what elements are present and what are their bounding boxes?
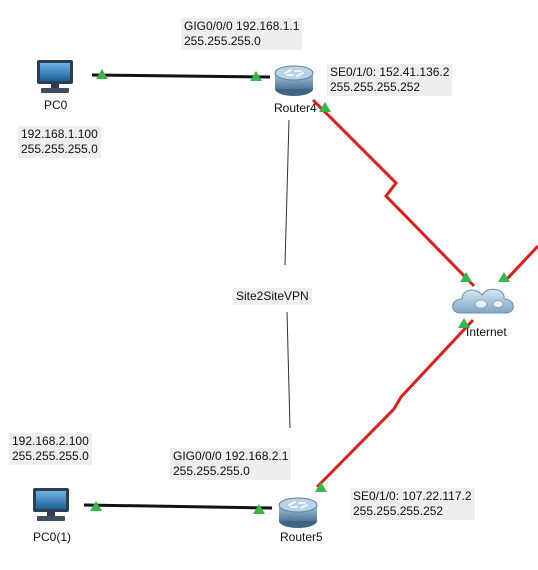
port-indicator-router4-gig <box>250 71 262 81</box>
device-name-pc0: PC0 <box>44 98 68 112</box>
pc-icon[interactable] <box>37 60 73 93</box>
router-icon[interactable] <box>274 65 314 96</box>
port-indicator-router4-se <box>319 102 331 112</box>
vpn-line-upper <box>284 119 290 266</box>
pc0-mask: 255.255.255.0 <box>21 142 98 156</box>
link-pc1-router5[interactable] <box>83 503 273 510</box>
router4-gig-ip: GIG0/0/0 192.168.1.1 <box>184 19 300 33</box>
router5-gig-ip: GIG0/0/0 192.168.2.1 <box>173 449 289 463</box>
device-name-pc1: PC0(1) <box>33 530 72 544</box>
router5-gig-label: GIG0/0/0 192.168.2.1 255.255.255.0 <box>170 448 292 480</box>
router4-serial-ip: SE0/1/0: 152.41.136.2 <box>330 65 450 79</box>
port-indicator-router5-se <box>315 482 327 492</box>
link-router4-internet[interactable] <box>311 98 476 288</box>
port-indicator-internet-b <box>498 272 510 282</box>
router-icon[interactable] <box>278 497 318 528</box>
router4-gig-label: GIG0/0/0 192.168.1.1 255.255.255.0 <box>181 18 303 50</box>
port-indicator-router5-gig <box>253 504 265 514</box>
port-indicator-internet-a <box>460 272 472 282</box>
link-pc0-router4[interactable] <box>91 73 271 79</box>
router4-serial-mask: 255.255.255.252 <box>330 80 421 94</box>
pc0-address-label: 192.168.1.100 255.255.255.0 <box>18 126 101 158</box>
router5-serial-label: SE0/1/0: 107.22.117.2 255.255.255.252 <box>350 488 475 520</box>
link-internet-offscreen[interactable] <box>504 244 538 282</box>
pc1-address-label: 192.168.2.100 255.255.255.0 <box>9 433 92 465</box>
pc-icon[interactable] <box>33 488 69 521</box>
device-name-internet: Internet <box>466 325 507 339</box>
cloud-icon[interactable] <box>452 288 514 314</box>
router5-gig-mask: 255.255.255.0 <box>173 464 250 478</box>
router4-gig-mask: 255.255.255.0 <box>184 34 261 48</box>
device-name-router4: Router4 <box>274 101 317 115</box>
link-router5-internet[interactable] <box>315 318 475 489</box>
port-indicator-pc0 <box>96 69 108 79</box>
router5-serial-mask: 255.255.255.252 <box>353 504 444 518</box>
router4-serial-label: SE0/1/0: 152.41.136.2 255.255.255.252 <box>327 64 453 96</box>
vpn-label: Site2SiteVPN <box>233 288 312 305</box>
device-name-router5: Router5 <box>280 530 323 544</box>
pc1-mask: 255.255.255.0 <box>12 449 89 463</box>
port-indicator-pc1 <box>90 501 102 511</box>
pc0-ip: 192.168.1.100 <box>21 127 98 141</box>
pc1-ip: 192.168.2.100 <box>12 434 89 448</box>
vpn-line-lower <box>286 311 291 429</box>
router5-serial-ip: SE0/1/0: 107.22.117.2 <box>353 489 472 503</box>
port-indicator-internet-c <box>458 318 470 328</box>
